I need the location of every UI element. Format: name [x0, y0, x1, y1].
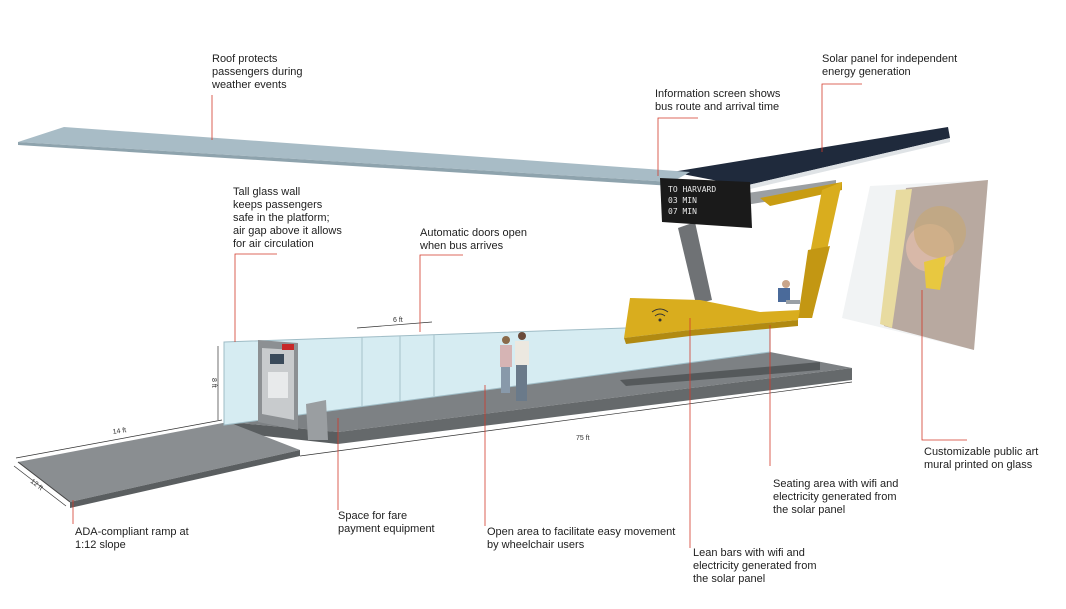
screen-line-2: 03 MIN — [668, 196, 697, 205]
callout-fare-line-1: Space for fare — [338, 510, 408, 522]
solar-panel — [672, 127, 950, 190]
callout-seating-line-2: electricity generated from — [773, 491, 897, 503]
callout-glass-line-2: keeps passengers — [233, 199, 323, 211]
callout-lean-bars: Lean bars with wifi and electricity gene… — [693, 547, 817, 586]
roof-support-column — [678, 222, 712, 304]
callout-ramp-line-2: 1:12 slope — [75, 539, 126, 551]
dim-platform-length: 75 ft — [576, 435, 590, 442]
callout-open-line-1: Open area to facilitate easy movement — [487, 526, 676, 538]
callout-glass-line-3: safe in the platform; — [233, 212, 330, 224]
callout-glass-line-1: Tall glass wall — [233, 186, 301, 198]
callout-doors-line-1: Automatic doors open — [420, 227, 528, 239]
screen-line-1: TO HARVARD — [668, 185, 716, 194]
dim-wall-height: 8 ft — [210, 378, 217, 388]
callout-seating-line-3: the solar panel — [773, 504, 846, 516]
callout-fare-line-2: payment equipment — [338, 523, 435, 535]
callout-ada-ramp: ADA-compliant ramp at 1:12 slope — [75, 526, 189, 552]
ada-ramp — [17, 422, 300, 508]
callout-automatic-doors: Automatic doors open when bus arrives — [420, 227, 527, 253]
callout-mural-line-1: Customizable public art — [924, 446, 1039, 458]
callout-solar-line-1: Solar panel for independent — [822, 53, 958, 65]
callout-roof-line-3: weather events — [212, 79, 287, 91]
fare-machine — [258, 340, 298, 430]
seating-frame — [760, 182, 842, 318]
dim-door-width: 6 ft — [393, 317, 403, 324]
callout-mural-line-2: mural printed on glass — [924, 459, 1033, 471]
callout-seating-area: Seating area with wifi and electricity g… — [773, 478, 898, 517]
callout-info-screen: Information screen shows bus route and a… — [655, 88, 780, 114]
callout-doors-line-2: when bus arrives — [420, 240, 504, 252]
callout-info-line-1: Information screen shows — [655, 88, 781, 100]
callout-open-line-2: by wheelchair users — [487, 539, 585, 551]
callout-glass-wall: Tall glass wall keeps passengers safe in… — [233, 186, 342, 251]
dim-platform-width: 14 ft — [112, 427, 127, 436]
leader-lines — [72, 83, 967, 548]
callout-info-line-2: bus route and arrival time — [655, 101, 780, 113]
seated-person — [778, 280, 800, 304]
callout-seating-line-1: Seating area with wifi and — [773, 478, 899, 490]
callout-lean-line-1: Lean bars with wifi and — [693, 547, 805, 559]
fare-validator — [306, 400, 328, 440]
lean-bar — [624, 298, 800, 344]
callout-lean-line-2: electricity generated from — [693, 560, 817, 572]
screen-line-3: 07 MIN — [668, 207, 697, 216]
walking-people — [500, 332, 529, 401]
callout-solar-panel: Solar panel for independent energy gener… — [822, 53, 957, 79]
callout-roof: Roof protects passengers during weather … — [212, 53, 303, 92]
callout-public-art-mural: Customizable public art mural printed on… — [924, 446, 1038, 472]
callout-glass-line-4: air gap above it allows — [233, 225, 342, 237]
callout-roof-line-1: Roof protects — [212, 53, 278, 65]
callout-roof-line-2: passengers during — [212, 66, 303, 78]
callout-glass-line-5: for air circulation — [233, 238, 314, 250]
information-screen: TO HARVARD 03 MIN 07 MIN — [660, 178, 752, 228]
callout-solar-line-2: energy generation — [822, 66, 911, 78]
public-art-mural — [842, 180, 988, 350]
callout-open-area: Open area to facilitate easy movement by… — [487, 526, 675, 552]
callout-fare-equipment: Space for fare payment equipment — [338, 510, 435, 536]
callout-ramp-line-1: ADA-compliant ramp at — [75, 526, 189, 538]
dimension-lines: 6 ft 8 ft 14 ft 12 ft 75 ft — [13, 317, 853, 507]
callout-lean-line-3: the solar panel — [693, 573, 766, 585]
roof — [18, 127, 690, 186]
